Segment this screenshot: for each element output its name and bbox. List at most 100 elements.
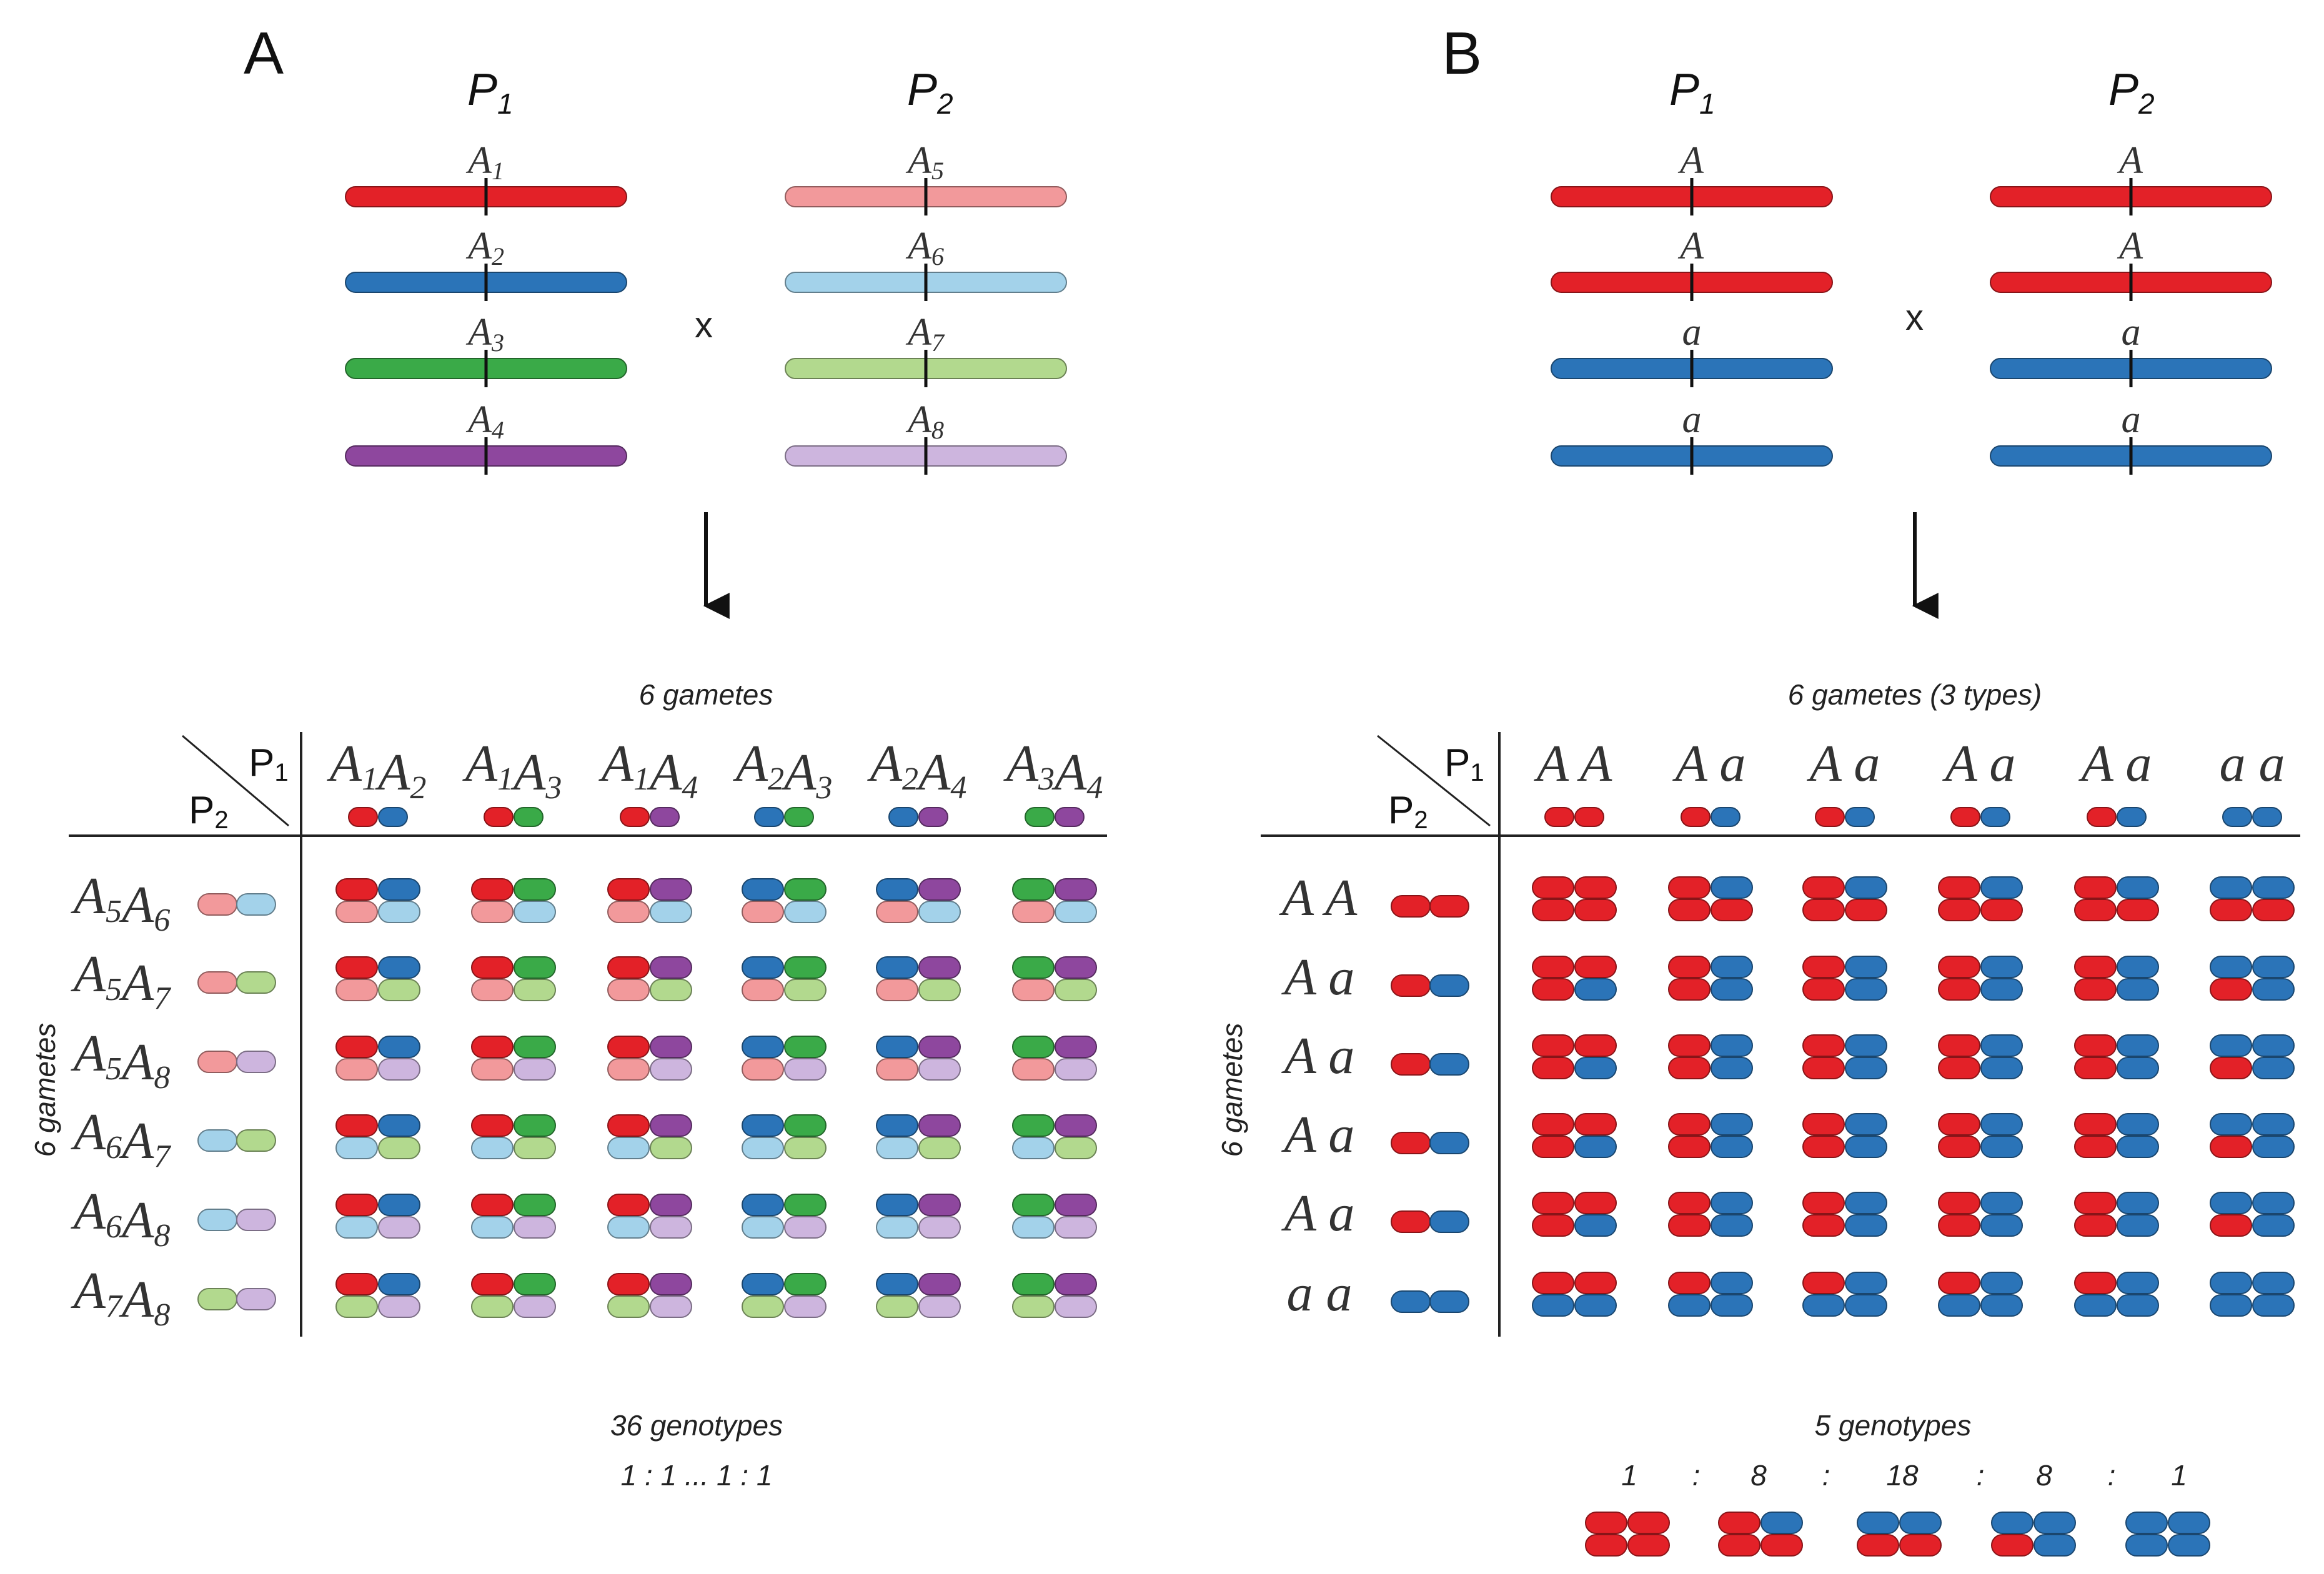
header-chromosome — [650, 807, 680, 827]
row-gamete-label: A5A6 — [71, 867, 171, 938]
genotype-cell — [2210, 956, 2295, 1001]
row-header-chromosome — [236, 1129, 276, 1152]
genotype-cell — [335, 1273, 420, 1318]
chromosome-pill — [784, 1114, 827, 1137]
genotype-cell — [607, 878, 692, 923]
allele-label: A4 — [465, 398, 504, 444]
chromosome-pill — [1980, 876, 2023, 899]
row-header-chromosome — [236, 1209, 276, 1231]
allele-label: A — [2117, 139, 2143, 182]
allele-label: A — [2117, 225, 2143, 267]
chromosome-pill — [2210, 1272, 2252, 1294]
chromosome-pill — [2074, 1136, 2117, 1158]
genotype-cell — [1012, 1036, 1097, 1081]
genotype-cell — [1938, 956, 2023, 1001]
genotype-cell — [1532, 1272, 1617, 1317]
chromosome-pill — [1980, 1294, 2023, 1317]
chromosome-pill — [514, 1114, 556, 1137]
panel-a-corner-diagonal — [182, 735, 289, 827]
genotype-cell — [2210, 876, 2295, 921]
chromosome-pill — [876, 1273, 918, 1295]
ratio-value: 8 — [2036, 1459, 2052, 1492]
genotype-cell — [2074, 1034, 2159, 1079]
chromosome-pill — [1055, 901, 1097, 923]
ratio-separator: : — [1977, 1459, 1985, 1492]
chromosome-pill — [1845, 1034, 1887, 1057]
chromosome-pill — [514, 1273, 556, 1295]
genotype-cell — [2210, 1272, 2295, 1317]
chromosome-pill — [1718, 1512, 1760, 1534]
genotype-cell — [335, 1194, 420, 1239]
chromosome-pill — [1574, 876, 1617, 899]
chromosome-pill — [1980, 1272, 2023, 1294]
chromosome-pill — [2210, 978, 2252, 1001]
chromosome-pill — [1668, 1136, 1711, 1158]
chromosome-pill — [2168, 1512, 2210, 1534]
chromosome-pill — [2034, 1512, 2076, 1534]
allele-label: A2 — [465, 225, 504, 270]
genotype-cell — [876, 1194, 961, 1239]
header-chromosome — [484, 807, 514, 827]
chromosome-pill — [2210, 899, 2252, 921]
chromosome-pill — [742, 878, 784, 901]
chromosome-pill — [378, 1137, 420, 1159]
ratio-separator: : — [2108, 1459, 2116, 1492]
row-gamete-label: A5A8 — [71, 1024, 171, 1096]
row-header-chromosome — [1391, 1210, 1431, 1233]
chromosome-pill — [1802, 1214, 1845, 1237]
genotype-cell — [471, 1036, 556, 1081]
chromosome-pill — [1012, 1137, 1055, 1159]
genotype-cell — [471, 1194, 556, 1239]
genotype-cell — [1532, 1192, 1617, 1237]
chromosome-pill — [876, 1137, 918, 1159]
chromosome-pill — [1845, 956, 1887, 978]
chromosome-pill — [876, 1036, 918, 1058]
chromosome-pill — [2117, 876, 2159, 899]
header-chromosome — [888, 807, 918, 827]
chromosome-pill — [876, 1194, 918, 1216]
chromosome-pill — [514, 1295, 556, 1318]
chromosome-pill — [378, 1194, 420, 1216]
chromosome-pill — [1938, 1057, 1980, 1079]
chromosome-pill — [650, 878, 692, 901]
ratio-value: 8 — [1750, 1459, 1767, 1492]
chromosome-pill — [1802, 1136, 1845, 1158]
row-header-chromosome — [1429, 974, 1469, 997]
genotype-cell — [1668, 1113, 1753, 1158]
chromosome-pill — [650, 1036, 692, 1058]
genotype-cell — [1802, 1113, 1887, 1158]
chromosome-pill — [1532, 1034, 1574, 1057]
row-gamete-label: A a — [1281, 948, 1355, 1006]
chromosome-pill — [1055, 1194, 1097, 1216]
chromosome-pill — [1055, 1036, 1097, 1058]
chromosome-pill — [1585, 1534, 1627, 1557]
chromosome-pill — [742, 1137, 784, 1159]
column-gamete-label: A a — [1807, 735, 1880, 793]
chromosome-pill — [514, 1137, 556, 1159]
chromosome-pill — [1532, 1214, 1574, 1237]
chromosome-pill — [1711, 1294, 1753, 1317]
chromosome-pill — [1532, 1192, 1574, 1214]
genotype-cell — [1938, 1272, 2023, 1317]
ratio-genotype-icon — [1857, 1512, 1942, 1557]
chromosome-pill — [1574, 978, 1617, 1001]
chromosome-pill — [1055, 979, 1097, 1001]
chromosome-pill — [2210, 956, 2252, 978]
row-gamete-label: a a — [1287, 1264, 1353, 1322]
chromosome-pill — [378, 979, 420, 1001]
chromosome-pill — [1574, 1294, 1617, 1317]
chromosome-pill — [1574, 1113, 1617, 1136]
chromosome-pill — [471, 1036, 514, 1058]
chromosome-pill — [784, 878, 827, 901]
chromosome-pill — [1857, 1512, 1899, 1534]
chromosome-pill — [918, 956, 961, 979]
row-header-chromosome — [197, 1288, 237, 1310]
header-chromosome — [1950, 807, 1980, 827]
allele-label: A3 — [465, 311, 504, 357]
row-header-chromosome — [1391, 974, 1431, 997]
row-header-chromosome — [1429, 1290, 1469, 1313]
chromosome-pill — [1711, 1057, 1753, 1079]
chromosome-pill — [1711, 899, 1753, 921]
